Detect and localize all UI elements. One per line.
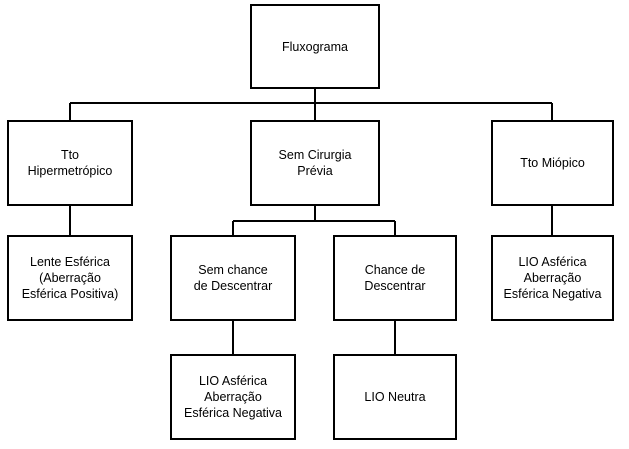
node-right-branch-label: Tto Miópico [520, 156, 585, 170]
node-right-leaf: LIO Asférica Aberração Esférica Negativa [491, 235, 614, 321]
node-left-leaf: Lente Esférica (Aberração Esférica Posit… [7, 235, 133, 321]
node-middle-right-label: Chance de Descentrar [364, 263, 426, 293]
node-middle-branch: Sem Cirurgia Prévia [250, 120, 380, 206]
node-middle-left-leaf: LIO Asférica Aberração Esférica Negativa [170, 354, 296, 440]
node-root: Fluxograma [250, 4, 380, 89]
node-left-branch-label: Tto Hipermetrópico [27, 148, 113, 178]
node-right-leaf-label: LIO Asférica Aberração Esférica Negativa [503, 255, 602, 301]
node-left-leaf-label: Lente Esférica (Aberração Esférica Posit… [21, 255, 119, 301]
node-middle-left-label: Sem chance de Descentrar [193, 263, 273, 293]
node-middle-right: Chance de Descentrar [333, 235, 457, 321]
node-right-branch: Tto Miópico [491, 120, 614, 206]
node-middle-branch-label: Sem Cirurgia Prévia [278, 148, 352, 178]
node-root-label: Fluxograma [282, 39, 348, 54]
node-middle-left: Sem chance de Descentrar [170, 235, 296, 321]
node-middle-left-leaf-label: LIO Asférica Aberração Esférica Negativa [184, 374, 282, 420]
node-middle-right-leaf: LIO Neutra [333, 354, 457, 440]
node-left-branch: Tto Hipermetrópico [7, 120, 133, 206]
node-middle-right-leaf-label: LIO Neutra [364, 390, 426, 404]
